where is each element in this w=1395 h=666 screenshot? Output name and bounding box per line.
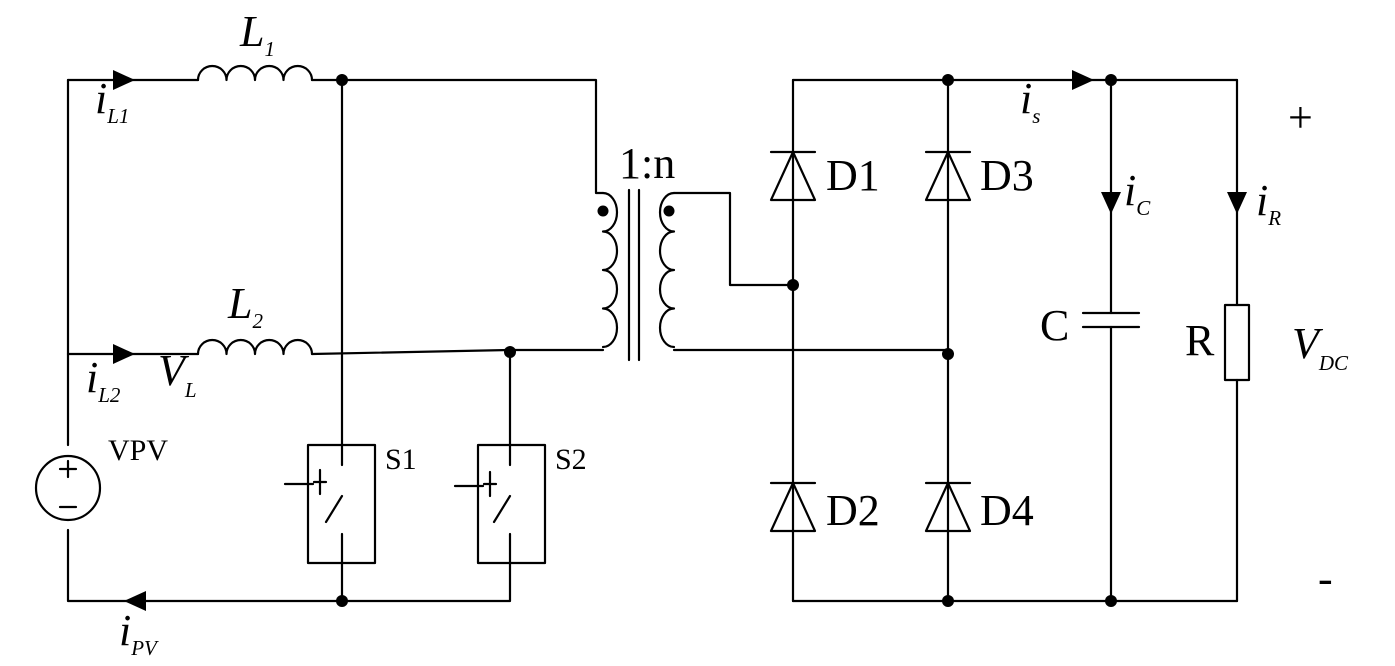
arrow-ir — [1227, 192, 1247, 214]
junction — [504, 346, 516, 358]
switch-s1-contact — [324, 443, 344, 565]
switch-s2-box — [476, 443, 547, 565]
label-d3: D3 — [980, 151, 1034, 200]
junction — [942, 74, 954, 86]
label-l1: L1 — [239, 7, 275, 61]
label-transformer-ratio: 1:n — [619, 139, 675, 188]
arrow-is — [1072, 70, 1094, 90]
current-arrows — [113, 70, 1247, 611]
voltage-source-vpv — [34, 454, 102, 522]
wire-top-l1-out — [310, 78, 605, 195]
label-vdc: VDC — [1292, 319, 1349, 375]
switch-s2-gate — [453, 470, 498, 498]
label-capacitor: C — [1040, 301, 1069, 350]
junction — [1105, 74, 1117, 86]
transformer-secondary-winding — [658, 191, 676, 349]
diode-d2 — [769, 481, 817, 533]
junction — [1105, 595, 1117, 607]
label-d1: D1 — [826, 151, 880, 200]
junction — [942, 348, 954, 360]
junction — [336, 74, 348, 86]
polarity-dot-primary — [597, 205, 609, 217]
arrow-ipv — [124, 591, 146, 611]
junction — [787, 279, 799, 291]
label-minus-terminal: - — [1318, 554, 1333, 603]
junction-dots — [336, 74, 1117, 607]
label-resistor: R — [1185, 316, 1215, 365]
label-ipv: iPV — [119, 606, 159, 660]
transformer-primary-winding — [601, 191, 619, 349]
label-plus-terminal: + — [1288, 93, 1313, 142]
switch-s2 — [453, 443, 547, 565]
diode-d3 — [924, 150, 972, 202]
label-d4: D4 — [980, 486, 1034, 535]
source-circle — [34, 454, 102, 522]
label-vl: VL — [158, 346, 197, 402]
label-is: is — [1020, 74, 1040, 128]
transformer — [597, 188, 676, 362]
resistor-r — [1223, 303, 1251, 382]
label-ir: iR — [1256, 176, 1281, 230]
arrow-il1 — [113, 70, 135, 90]
wire-secondary-top — [672, 191, 795, 287]
arrow-il2 — [113, 344, 135, 364]
switch-s1 — [283, 443, 377, 565]
inductor-l1 — [196, 64, 314, 82]
label-ic: iC — [1124, 166, 1151, 220]
label-d2: D2 — [826, 486, 880, 535]
label-s2: S2 — [555, 443, 587, 476]
wire-l2-out — [310, 348, 605, 356]
label-il1: iL1 — [95, 74, 129, 128]
label-l2: L2 — [227, 279, 263, 333]
label-il2: iL2 — [86, 353, 121, 407]
wires — [66, 78, 1239, 603]
label-vpv: VPV — [108, 434, 168, 467]
junction — [942, 595, 954, 607]
inductor-l2 — [196, 338, 314, 356]
labels: L1 L2 iL1 iL2 VL iPV is iC iR VDC 1:n VP… — [86, 7, 1349, 660]
diodes — [769, 150, 972, 533]
arrow-ic — [1101, 192, 1121, 214]
diode-d1 — [769, 150, 817, 202]
wire-source-bottom — [66, 528, 512, 603]
polarity-dot-secondary — [663, 205, 675, 217]
switch-s1-gate — [283, 468, 328, 496]
diode-d4 — [924, 481, 972, 533]
source-plus-sign — [58, 459, 78, 479]
junction — [336, 595, 348, 607]
capacitor-c — [1081, 311, 1141, 329]
switch-s2-contact — [492, 443, 512, 565]
label-s1: S1 — [385, 443, 417, 476]
